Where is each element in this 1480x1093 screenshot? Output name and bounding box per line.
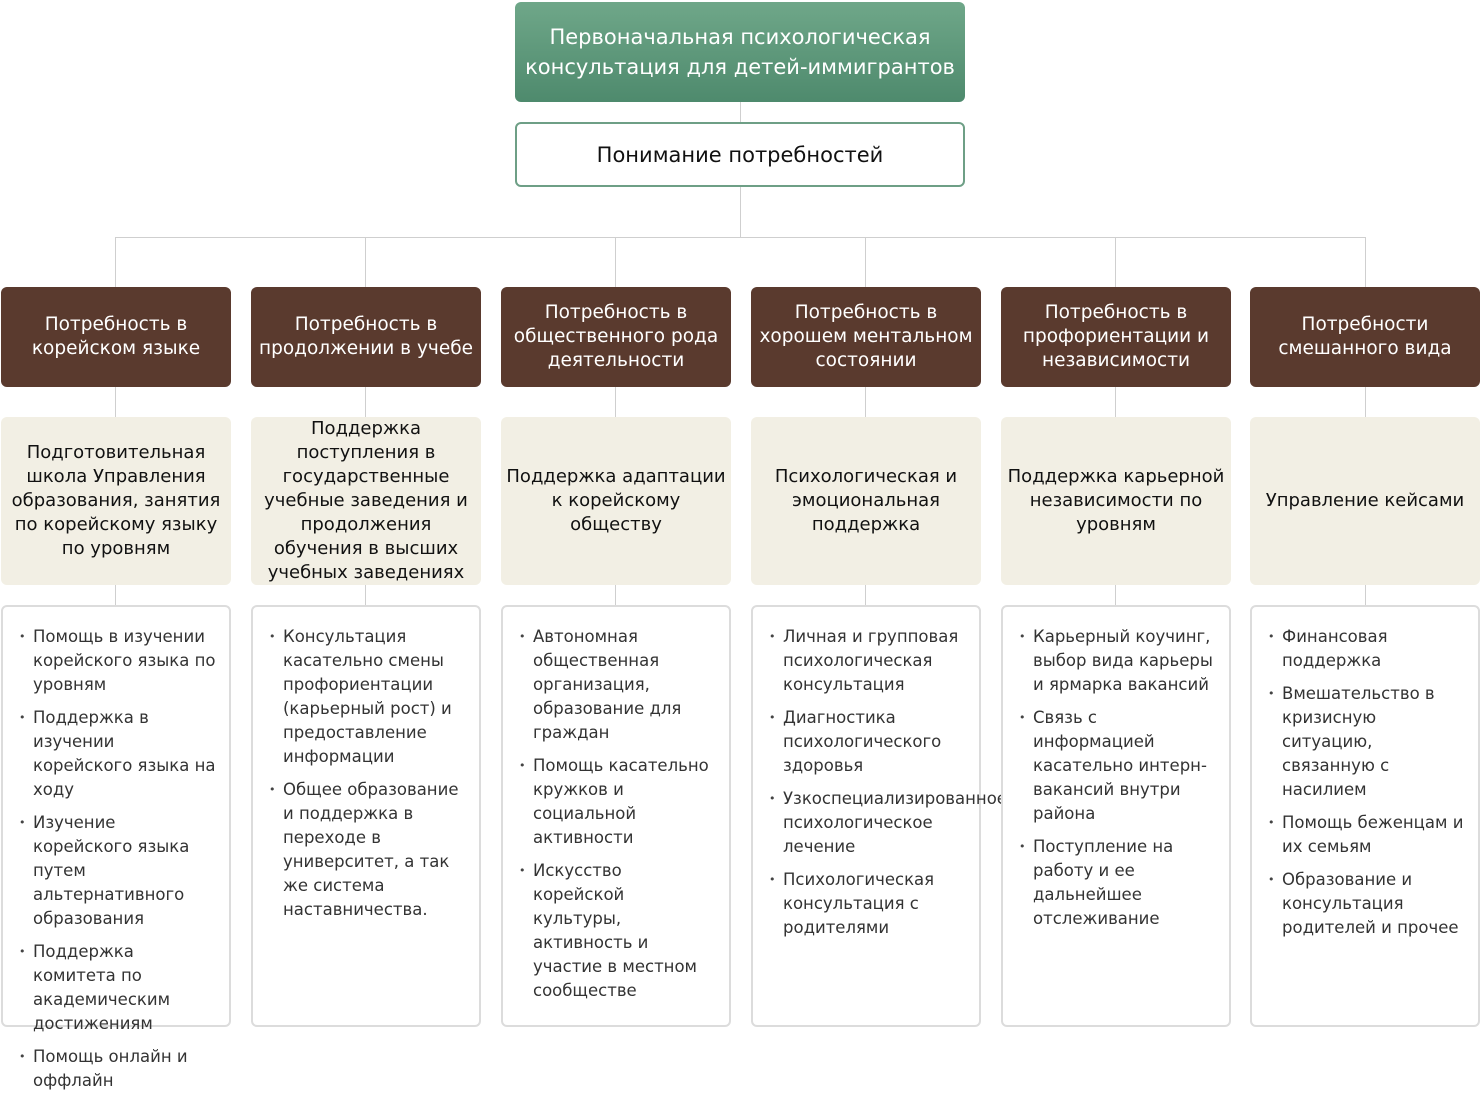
column-social-activity: Потребность в общественного рода деятель… xyxy=(501,287,731,1027)
detail-list: Помощь в изучении корейского языка по ур… xyxy=(19,625,217,1093)
list-item: Изучение корейского языка путем альтерна… xyxy=(19,811,217,931)
list-item: Поддержка в изучении корейского языка на… xyxy=(19,706,217,802)
detail-list: Личная и групповая психологическая консу… xyxy=(769,625,1007,940)
list-item: Вмешательство в кризисную ситуацию, связ… xyxy=(1268,682,1466,802)
list-item: Личная и групповая психологическая консу… xyxy=(769,625,967,697)
service-box: Поддержка поступления в государственные … xyxy=(251,417,481,585)
service-label: Поддержка поступления в государственные … xyxy=(264,418,468,583)
detail-box: Консультация касательно смены профориент… xyxy=(251,605,481,1027)
list-item: Консультация касательно смены профориент… xyxy=(269,625,467,769)
detail-box: Карьерный коучинг, выбор вида карьеры и … xyxy=(1001,605,1231,1027)
detail-list: Автономная общественная организация, обр… xyxy=(519,625,717,1003)
list-item: Диагностика психологического здоровья xyxy=(769,706,967,778)
need-label: Потребность в общественного рода деятель… xyxy=(513,302,719,371)
list-item: Помощь в изучении корейского языка по ур… xyxy=(19,625,217,697)
connector-drop-4 xyxy=(865,237,866,287)
connector-service-detail-5 xyxy=(1115,585,1116,605)
need-label: Потребность в хорошем ментальном состоян… xyxy=(759,302,973,371)
diagram-subtitle: Понимание потребностей xyxy=(515,122,965,187)
connector-horizontal-bus xyxy=(115,237,1366,238)
connector-drop-5 xyxy=(1115,237,1116,287)
connector-drop-3 xyxy=(615,237,616,287)
service-label: Подготовительная школа Управления образо… xyxy=(11,442,221,559)
need-label: Потребности смешанного вида xyxy=(1278,314,1452,359)
connector-service-detail-2 xyxy=(365,585,366,605)
service-box: Психологическая и эмоциональная поддержк… xyxy=(751,417,981,585)
detail-box: Автономная общественная организация, обр… xyxy=(501,605,731,1027)
need-box: Потребность в общественного рода деятель… xyxy=(501,287,731,387)
list-item: Помощь касательно кружков и социальной а… xyxy=(519,754,717,850)
service-label: Поддержка адаптации к корейскому обществ… xyxy=(506,466,726,535)
list-item: Автономная общественная организация, обр… xyxy=(519,625,717,745)
connector-subtitle-to-bus xyxy=(740,187,741,237)
connector-need-service-4 xyxy=(865,387,866,417)
column-mental-health: Потребность в хорошем ментальном состоян… xyxy=(751,287,1007,1027)
detail-box: Финансовая поддержка Вмешательство в кри… xyxy=(1250,605,1480,1027)
list-item: Финансовая поддержка xyxy=(1268,625,1466,673)
list-item: Помощь онлайн и оффлайн xyxy=(19,1045,217,1093)
column-korean-language: Потребность в корейском языке Подготовит… xyxy=(1,287,231,1090)
connector-need-service-3 xyxy=(615,387,616,417)
need-label: Потребность в продолжении в учебе xyxy=(259,314,473,359)
connector-need-service-6 xyxy=(1365,387,1366,417)
list-item: Связь с информацией касательно интерн-ва… xyxy=(1019,706,1217,826)
detail-box: Личная и групповая психологическая консу… xyxy=(751,605,1007,1027)
column-mixed-needs: Потребности смешанного вида Управление к… xyxy=(1250,287,1480,1027)
connector-drop-1 xyxy=(115,237,116,287)
list-item: Поступление на работу и ее дальнейшее от… xyxy=(1019,835,1217,931)
connector-drop-2 xyxy=(365,237,366,287)
list-item: Поддержка комитета по академическим дост… xyxy=(19,940,217,1036)
list-item: Образование и консультация родителей и п… xyxy=(1268,868,1466,940)
connector-need-service-2 xyxy=(365,387,366,417)
connector-need-service-5 xyxy=(1115,387,1116,417)
list-item: Помощь беженцам и их семьям xyxy=(1268,811,1466,859)
list-item: Искусство корейской культуры, активность… xyxy=(519,859,717,1003)
service-box: Поддержка адаптации к корейскому обществ… xyxy=(501,417,731,585)
list-item: Общее образование и поддержка в переходе… xyxy=(269,778,467,922)
service-box: Управление кейсами xyxy=(1250,417,1480,585)
detail-list: Финансовая поддержка Вмешательство в кри… xyxy=(1268,625,1466,940)
diagram-subtitle-text: Понимание потребностей xyxy=(596,142,884,167)
detail-list: Консультация касательно смены профориент… xyxy=(269,625,467,922)
list-item: Узкоспециализированное психологическое л… xyxy=(769,787,1007,859)
need-box: Потребность в продолжении в учебе xyxy=(251,287,481,387)
service-label: Управление кейсами xyxy=(1265,490,1465,511)
service-box: Поддержка карьерной независимости по уро… xyxy=(1001,417,1231,585)
need-box: Потребности смешанного вида xyxy=(1250,287,1480,387)
detail-box: Помощь в изучении корейского языка по ур… xyxy=(1,605,231,1090)
service-label: Поддержка карьерной независимости по уро… xyxy=(1007,466,1225,535)
connector-service-detail-1 xyxy=(115,585,116,605)
need-box: Потребность в корейском языке xyxy=(1,287,231,387)
need-label: Потребность в корейском языке xyxy=(31,314,201,359)
detail-list: Карьерный коучинг, выбор вида карьеры и … xyxy=(1019,625,1217,931)
column-continued-education: Потребность в продолжении в учебе Поддер… xyxy=(251,287,481,1027)
column-career-independence: Потребность в профориентации и независим… xyxy=(1001,287,1231,1027)
diagram-title: Первоначальная психологическая консульта… xyxy=(515,2,965,102)
need-box: Потребность в хорошем ментальном состоян… xyxy=(751,287,981,387)
need-label: Потребность в профориентации и независим… xyxy=(1022,302,1210,371)
connector-title-to-subtitle xyxy=(740,102,741,122)
connector-service-detail-6 xyxy=(1365,585,1366,605)
diagram-title-text: Первоначальная психологическая консульта… xyxy=(525,25,955,79)
service-label: Психологическая и эмоциональная поддержк… xyxy=(774,466,958,535)
service-box: Подготовительная школа Управления образо… xyxy=(1,417,231,585)
connector-service-detail-3 xyxy=(615,585,616,605)
connector-service-detail-4 xyxy=(865,585,866,605)
list-item: Психологическая консультация с родителям… xyxy=(769,868,967,940)
need-box: Потребность в профориентации и независим… xyxy=(1001,287,1231,387)
list-item: Карьерный коучинг, выбор вида карьеры и … xyxy=(1019,625,1217,697)
connector-need-service-1 xyxy=(115,387,116,417)
connector-drop-6 xyxy=(1365,237,1366,287)
